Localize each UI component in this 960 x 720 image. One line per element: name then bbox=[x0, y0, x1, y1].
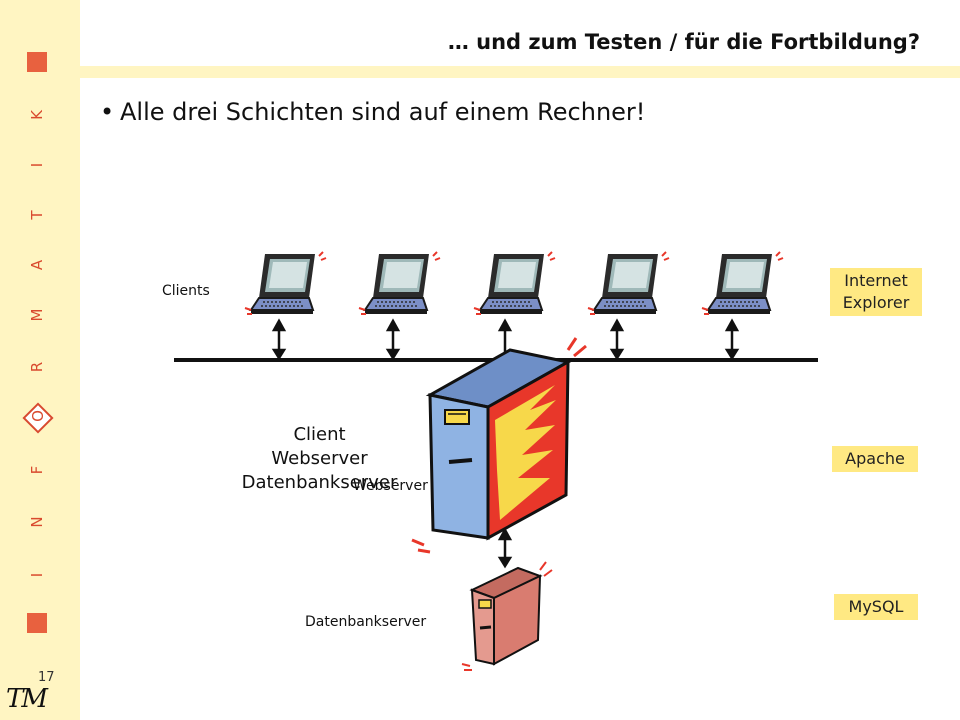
browser-line-2: Explorer bbox=[842, 293, 910, 312]
logo: TM bbox=[6, 684, 48, 714]
database-software-box: MySQL bbox=[834, 594, 918, 620]
page-number: 17 bbox=[38, 670, 55, 685]
stack-webserver: Webserver bbox=[271, 448, 368, 469]
webserver-tower bbox=[411, 337, 587, 554]
database-tower bbox=[461, 561, 553, 671]
bullet-point: •Alle drei Schichten sind auf einem Rech… bbox=[100, 98, 645, 126]
slide-title: … und zum Testen / für die Fortbildung? bbox=[447, 30, 920, 54]
laptop-client-2 bbox=[358, 251, 441, 315]
laptop-client-1 bbox=[244, 251, 327, 315]
sidebar-square bbox=[27, 613, 47, 633]
sidebar-square bbox=[27, 52, 47, 72]
webserver-software-box: Apache bbox=[832, 446, 918, 472]
laptop-client-5 bbox=[701, 251, 784, 315]
client-connections bbox=[271, 318, 740, 361]
laptop-client-4 bbox=[587, 251, 670, 315]
server-db-connection bbox=[497, 527, 513, 569]
stack-client: Client bbox=[293, 424, 346, 445]
laptop-client-3 bbox=[473, 251, 556, 315]
bullet-text: Alle drei Schichten sind auf einem Rechn… bbox=[120, 98, 646, 126]
browser-line-1: Internet bbox=[844, 271, 908, 290]
bullet-dot: • bbox=[100, 98, 115, 126]
clients-label: Clients bbox=[162, 283, 210, 299]
db-server-label: Datenbankserver bbox=[305, 614, 427, 630]
title-bar bbox=[80, 66, 960, 78]
stack-database: Datenbankserver bbox=[241, 472, 398, 493]
webserver-label: Webserver bbox=[353, 478, 428, 494]
browser-box: Internet Explorer bbox=[830, 268, 922, 316]
stack-label: Client Webserver Datenbankserver bbox=[232, 423, 407, 495]
sidebar: K I T A M R O F N I 17 TM bbox=[0, 0, 80, 720]
